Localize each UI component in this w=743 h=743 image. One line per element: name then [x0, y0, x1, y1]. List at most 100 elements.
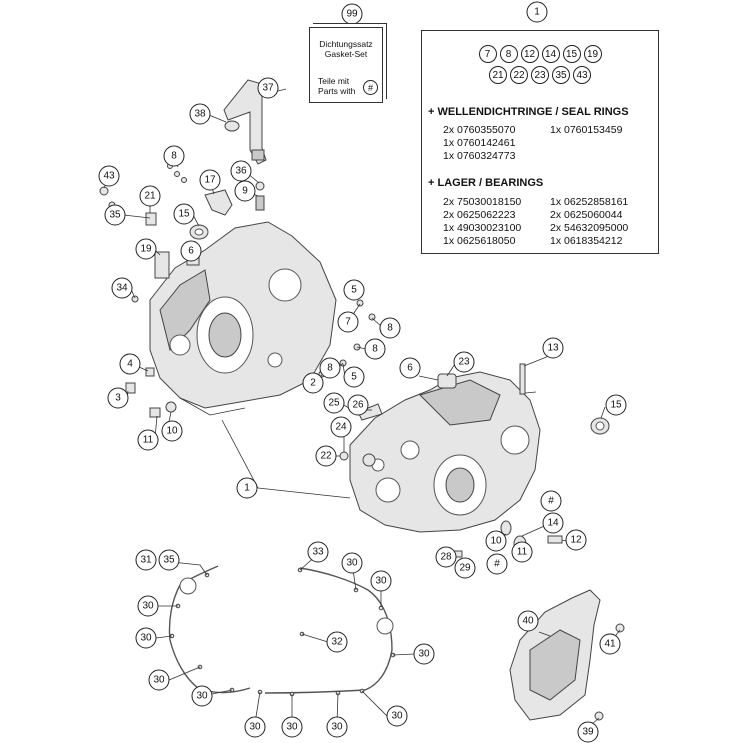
callout-39: 39	[577, 721, 599, 743]
callout-2: 2	[302, 372, 324, 394]
svg-text:19: 19	[140, 244, 152, 255]
gasket-symbol: #	[363, 80, 378, 95]
left-crankcase-half	[149, 221, 337, 416]
bearings-heading: + LAGER / BEARINGS	[428, 177, 544, 189]
callout-37: 37	[257, 77, 279, 99]
callout-6-a: 6	[180, 240, 202, 262]
crankcase-gasket-right	[257, 567, 396, 697]
included-part: 19	[583, 45, 602, 63]
svg-text:30: 30	[286, 722, 298, 733]
included-part: 15	[562, 45, 581, 63]
svg-text:30: 30	[142, 601, 154, 612]
callout-40: 40	[517, 610, 539, 632]
svg-text:17: 17	[204, 175, 216, 186]
sprocket-cover	[509, 589, 625, 721]
bearing-part-number: 1x 0625618050	[443, 235, 516, 247]
svg-text:13: 13	[547, 343, 559, 354]
svg-text:30: 30	[153, 675, 165, 686]
callout-30-j: 30	[326, 716, 348, 738]
svg-text:39: 39	[582, 727, 594, 738]
callout-30-c: 30	[137, 595, 159, 617]
callout-30-d: 30	[135, 627, 157, 649]
svg-text:29: 29	[459, 563, 471, 574]
included-part: 8	[499, 45, 518, 63]
svg-text:7: 7	[345, 317, 351, 328]
gasket-set-label-de: Dichtungssatz	[319, 39, 373, 49]
callout-6-b: 6	[399, 357, 421, 379]
svg-text:12: 12	[570, 535, 582, 546]
svg-text:8: 8	[327, 363, 333, 374]
bearing-part-number: 2x 0625060044	[550, 209, 623, 221]
callout-9: 9	[234, 180, 256, 202]
callout-19: 19	[135, 238, 157, 260]
svg-text:26: 26	[352, 400, 364, 411]
svg-text:15: 15	[178, 209, 190, 220]
seal-part-number: 2x 0760355070	[443, 124, 516, 136]
callout-5-b: 5	[343, 366, 365, 388]
svg-text:35: 35	[163, 555, 175, 566]
callout-7: 7	[337, 311, 359, 333]
svg-text:11: 11	[517, 547, 528, 558]
parts-with-label-de: Teile mit	[318, 76, 350, 86]
callout-5-a: 5	[343, 279, 365, 301]
svg-text:5: 5	[351, 372, 357, 383]
callout-22: 22	[315, 445, 337, 467]
callout-1-mid: 1	[236, 477, 258, 499]
callout-31: 31	[135, 549, 157, 571]
svg-text:30: 30	[375, 576, 387, 587]
svg-text:#: #	[494, 559, 500, 570]
svg-text:6: 6	[188, 246, 194, 257]
svg-text:9: 9	[242, 186, 248, 197]
svg-text:30: 30	[331, 722, 343, 733]
callout-33: 33	[307, 541, 329, 563]
callout-30-b: 30	[370, 570, 392, 592]
seal-part-number: 1x 0760153459	[550, 124, 623, 136]
callout-30-f: 30	[148, 669, 170, 691]
svg-text:31: 31	[140, 555, 152, 566]
callout-1-top: 1	[526, 1, 548, 23]
svg-text:30: 30	[140, 633, 152, 644]
svg-text:30: 30	[346, 558, 358, 569]
callout-29: 29	[454, 557, 476, 579]
seal-part-number: 1x 0760324773	[443, 150, 516, 162]
breather-pipe	[223, 79, 267, 165]
gasket-set-box: Dichtungssatz Gasket-Set Teile mit Parts…	[309, 27, 383, 103]
included-part: 23	[531, 66, 549, 84]
svg-text:38: 38	[194, 109, 206, 120]
callout-8-b: 8	[379, 317, 401, 339]
included-part: 35	[552, 66, 570, 84]
callout-hash-b: #	[486, 553, 508, 575]
callout-15-b: 15	[605, 394, 627, 416]
included-part: 14	[541, 45, 560, 63]
svg-text:35: 35	[109, 210, 121, 221]
callout-14: 14	[542, 512, 564, 534]
crankcase-gasket-left	[168, 565, 251, 694]
svg-text:25: 25	[328, 398, 340, 409]
callout-4: 4	[119, 353, 141, 375]
included-parts-row-1: 7 8 12 14 15 19	[422, 45, 658, 63]
callout-8-c: 8	[364, 338, 386, 360]
callout-hash-a: #	[540, 490, 562, 512]
svg-text:33: 33	[312, 547, 324, 558]
callout-11-b: 11	[511, 541, 533, 563]
svg-text:40: 40	[522, 616, 534, 627]
callout-38: 38	[189, 103, 211, 125]
svg-text:24: 24	[335, 422, 347, 433]
callout-30-g: 30	[191, 685, 213, 707]
bearing-part-number: 1x 06252858161	[550, 196, 629, 208]
svg-text:30: 30	[196, 691, 208, 702]
svg-text:32: 32	[331, 637, 343, 648]
svg-text:6: 6	[407, 363, 413, 374]
callout-30-h: 30	[244, 716, 266, 738]
callout-11-a: 11	[137, 429, 159, 451]
svg-text:3: 3	[115, 393, 121, 404]
bearing-part-number: 2x 75030018150	[443, 196, 522, 208]
svg-text:23: 23	[458, 357, 470, 368]
svg-text:30: 30	[391, 711, 403, 722]
callout-30-k: 30	[386, 705, 408, 727]
callout-15-a: 15	[173, 203, 195, 225]
svg-text:#: #	[548, 496, 554, 507]
seal-rings-heading: + WELLENDICHTRINGE / SEAL RINGS	[428, 106, 629, 118]
svg-text:8: 8	[387, 323, 393, 334]
crankcase-contents-box: 7 8 12 14 15 19 21 22 23 35 43 + WELLEND…	[421, 30, 659, 254]
